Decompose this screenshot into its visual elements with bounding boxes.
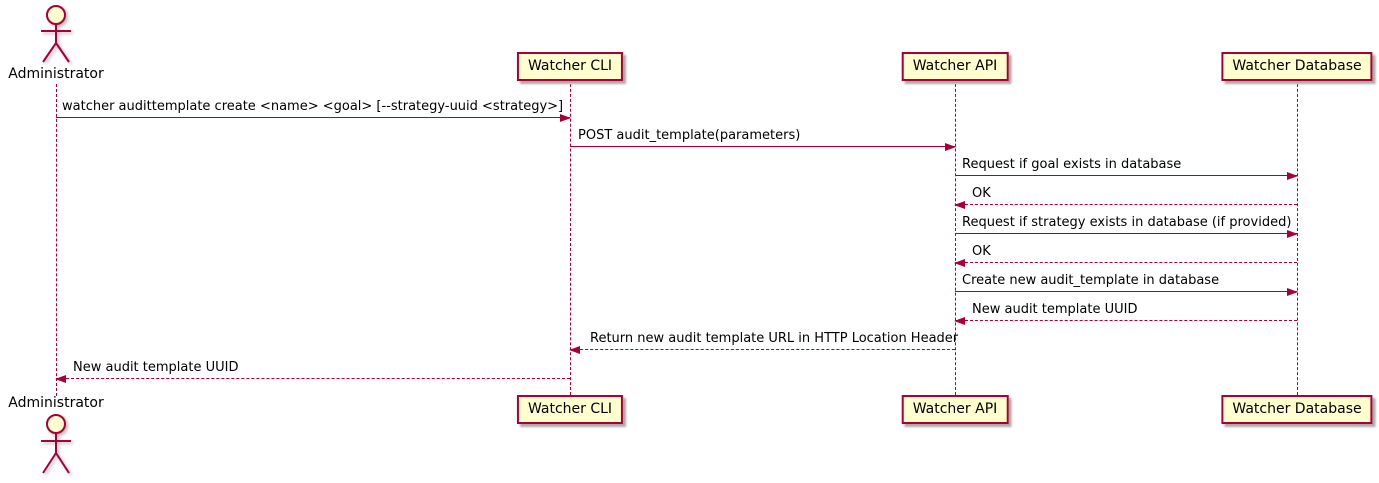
message-10-label: New audit template UUID (73, 360, 239, 375)
message-5-line (955, 233, 1297, 234)
participant-watcher-api-bottom: Watcher API (901, 395, 1009, 424)
message-1-line (56, 117, 570, 118)
message-4-line (955, 204, 1297, 205)
message-6-line (955, 262, 1297, 263)
actor-icon (41, 5, 71, 63)
message-5-label: Request if strategy exists in database (… (962, 215, 1292, 230)
participant-watcher-api-top: Watcher API (901, 52, 1009, 81)
lifeline-watcher-cli (570, 79, 571, 395)
message-7: Create new audit_template in database (955, 272, 1298, 296)
message-3: Request if goal exists in database (955, 156, 1298, 180)
arrowhead-right-icon (1287, 288, 1298, 296)
actor-administrator-bottom-label: Administrator (8, 395, 104, 411)
message-3-line (955, 175, 1297, 176)
lifeline-administrator (56, 84, 57, 396)
message-7-label: Create new audit_template in database (962, 273, 1220, 288)
message-2-line (570, 146, 955, 147)
message-9: Return new audit template URL in HTTP Lo… (569, 330, 959, 354)
actor-icon (41, 414, 71, 474)
message-4-label: OK (972, 186, 991, 201)
message-8-label: New audit template UUID (972, 302, 1138, 317)
arrowhead-left-icon (569, 346, 580, 354)
participant-watcher-database-bottom: Watcher Database (1221, 395, 1373, 424)
arrowhead-left-icon (55, 375, 66, 383)
message-1: watcher audittemplate create <name> <goa… (56, 98, 571, 122)
message-4: OK (954, 185, 1297, 209)
message-8: New audit template UUID (954, 301, 1297, 325)
message-10: New audit template UUID (55, 359, 570, 383)
participant-watcher-cli-top: Watcher CLI (516, 52, 624, 81)
message-6-label: OK (972, 244, 991, 259)
arrowhead-right-icon (560, 114, 571, 122)
message-3-label: Request if goal exists in database (962, 157, 1182, 172)
message-2-label: POST audit_template(parameters) (578, 128, 801, 143)
message-9-label: Return new audit template URL in HTTP Lo… (590, 331, 959, 346)
arrowhead-right-icon (945, 143, 956, 151)
participant-watcher-cli-bottom: Watcher CLI (516, 395, 624, 424)
message-8-line (955, 320, 1297, 321)
actor-administrator-top (34, 4, 78, 66)
message-10-line (56, 378, 570, 379)
lifeline-watcher-api (955, 79, 956, 395)
message-6: OK (954, 243, 1297, 267)
arrowhead-right-icon (1287, 172, 1298, 180)
message-7-line (955, 291, 1297, 292)
arrowhead-left-icon (954, 259, 965, 267)
actor-administrator-bottom (34, 413, 78, 479)
arrowhead-left-icon (954, 317, 965, 325)
message-2: POST audit_template(parameters) (570, 127, 956, 151)
message-1-label: watcher audittemplate create <name> <goa… (62, 99, 564, 114)
actor-administrator-top-label: Administrator (8, 66, 104, 82)
participant-watcher-database-top: Watcher Database (1221, 52, 1373, 81)
message-9-line (570, 349, 955, 350)
message-5: Request if strategy exists in database (… (955, 214, 1298, 238)
arrowhead-left-icon (954, 201, 965, 209)
arrowhead-right-icon (1287, 230, 1298, 238)
